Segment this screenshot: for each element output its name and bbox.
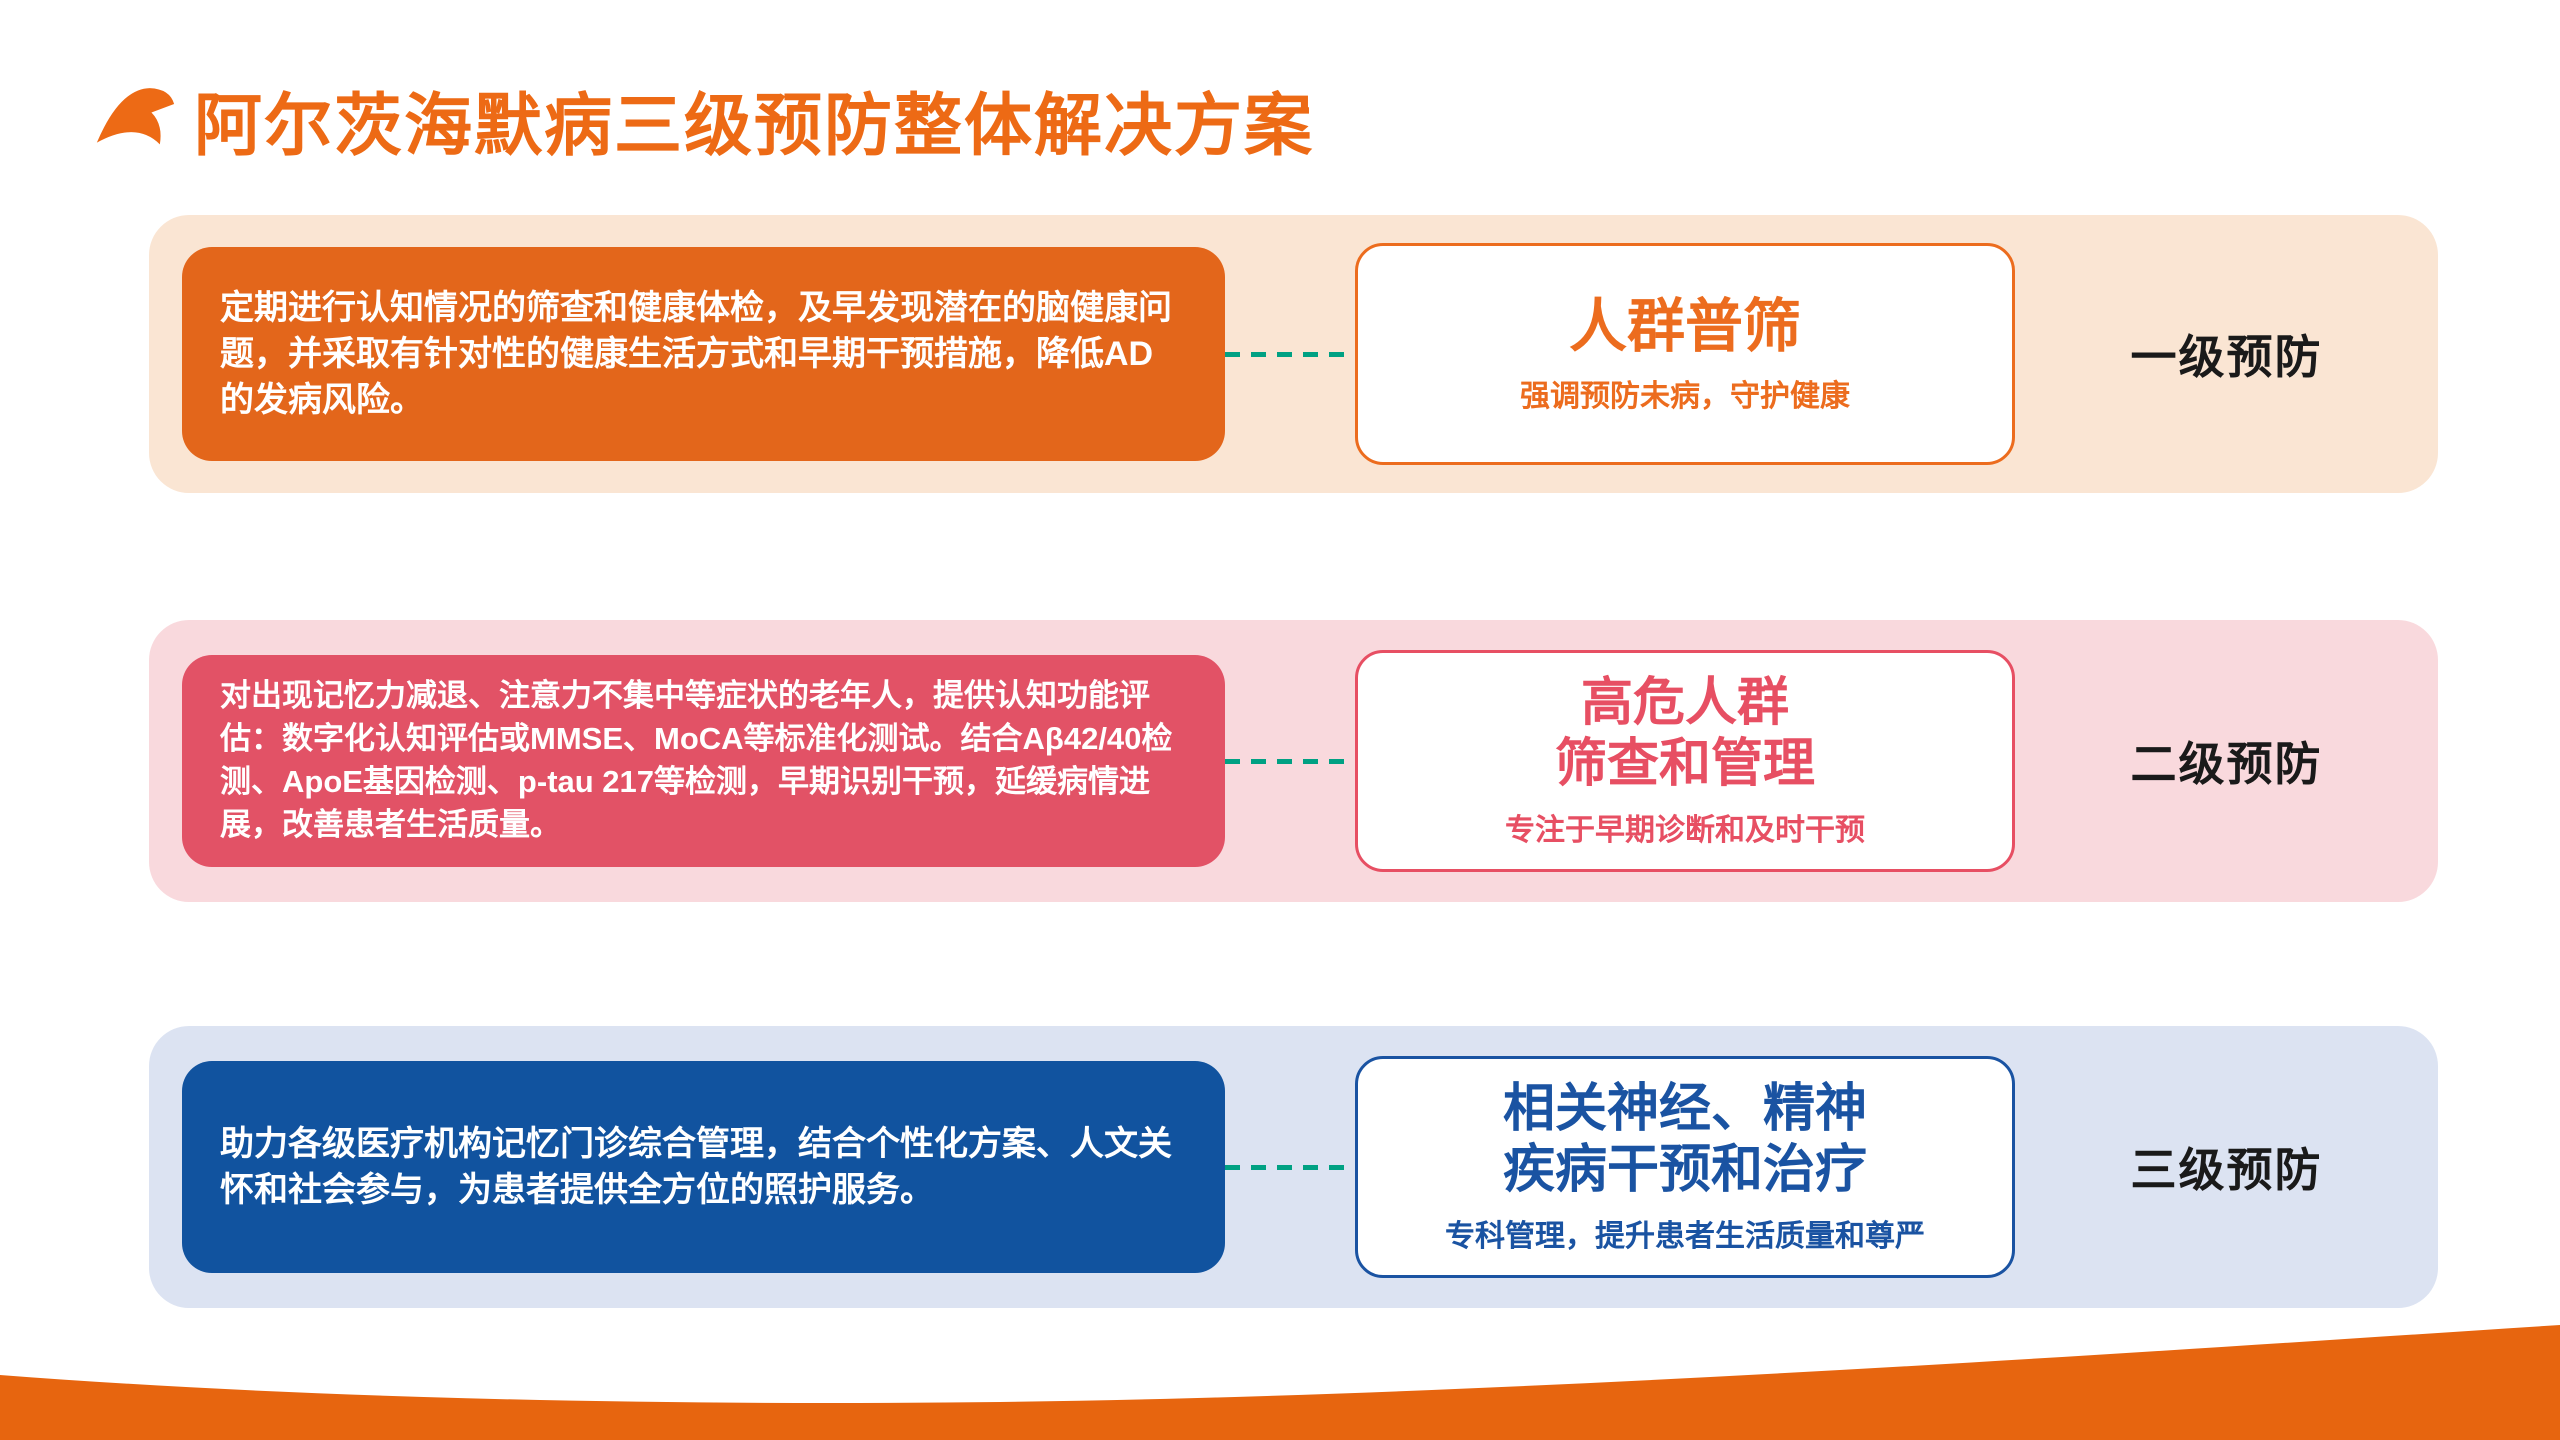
stage-card: 人群普筛 强调预防未病，守护健康 bbox=[1355, 243, 2015, 465]
description-text: 对出现记忆力减退、注意力不集中等症状的老年人，提供认知功能评估：数字化认知评估或… bbox=[220, 678, 1173, 842]
card-title: 高危人群 筛查和管理 bbox=[1555, 673, 1815, 796]
page-title: 阿尔茨海默病三级预防整体解决方案 bbox=[194, 88, 1315, 164]
footer-wave-shape bbox=[0, 1325, 2560, 1440]
stage-card: 相关神经、精神 疾病干预和治疗 专科管理，提升患者生活质量和尊严 bbox=[1355, 1056, 2015, 1278]
card-title-line: 相关神经、精神 bbox=[1502, 1079, 1867, 1138]
stage-label: 三级预防 bbox=[2130, 1144, 2323, 1196]
card-title: 相关神经、精神 疾病干预和治疗 bbox=[1503, 1079, 1867, 1202]
card-subtitle: 强调预防未病，守护健康 bbox=[1520, 380, 1850, 414]
dashed-connector bbox=[1225, 1164, 1355, 1170]
card-title-line: 疾病干预和治疗 bbox=[1502, 1141, 1867, 1199]
card-subtitle: 专科管理，提升患者生活质量和尊严 bbox=[1445, 1220, 1925, 1254]
description-box: 助力各级医疗机构记忆门诊综合管理，结合个性化方案、人文关怀和社会参与，为患者提供… bbox=[182, 1061, 1225, 1273]
dashed-connector bbox=[1225, 351, 1355, 357]
card-title: 人群普筛 bbox=[1569, 293, 1801, 361]
prevention-row-tertiary: 助力各级医疗机构记忆门诊综合管理，结合个性化方案、人文关怀和社会参与，为患者提供… bbox=[149, 1026, 2438, 1308]
stage-card: 高危人群 筛查和管理 专注于早期诊断和及时干预 bbox=[1355, 650, 2015, 872]
description-box: 对出现记忆力减退、注意力不集中等症状的老年人，提供认知功能评估：数字化认知评估或… bbox=[182, 655, 1225, 867]
card-subtitle: 专注于早期诊断和及时干预 bbox=[1505, 814, 1865, 848]
card-title-line: 高危人群 bbox=[1580, 673, 1789, 732]
card-title-line: 筛查和管理 bbox=[1554, 735, 1815, 793]
stage-label: 二级预防 bbox=[2130, 738, 2323, 790]
description-text: 助力各级医疗机构记忆门诊综合管理，结合个性化方案、人文关怀和社会参与，为患者提供… bbox=[220, 1124, 1172, 1209]
dashed-connector bbox=[1225, 758, 1355, 764]
description-text: 定期进行认知情况的筛查和健康体检，及早发现潜在的脑健康问题，并采取有针对性的健康… bbox=[220, 288, 1172, 420]
description-box: 定期进行认知情况的筛查和健康体检，及早发现潜在的脑健康问题，并采取有针对性的健康… bbox=[182, 247, 1225, 461]
swoosh-logo-icon bbox=[96, 87, 175, 144]
prevention-row-primary: 定期进行认知情况的筛查和健康体检，及早发现潜在的脑健康问题，并采取有针对性的健康… bbox=[149, 215, 2438, 493]
page-header: 阿尔茨海默病三级预防整体解决方案 bbox=[96, 70, 1314, 169]
card-title-line: 人群普筛 bbox=[1568, 293, 1801, 359]
prevention-row-secondary: 对出现记忆力减退、注意力不集中等症状的老年人，提供认知功能评估：数字化认知评估或… bbox=[149, 620, 2438, 902]
stage-label: 一级预防 bbox=[2130, 331, 2323, 383]
footer-wave-decoration bbox=[0, 1325, 2560, 1440]
